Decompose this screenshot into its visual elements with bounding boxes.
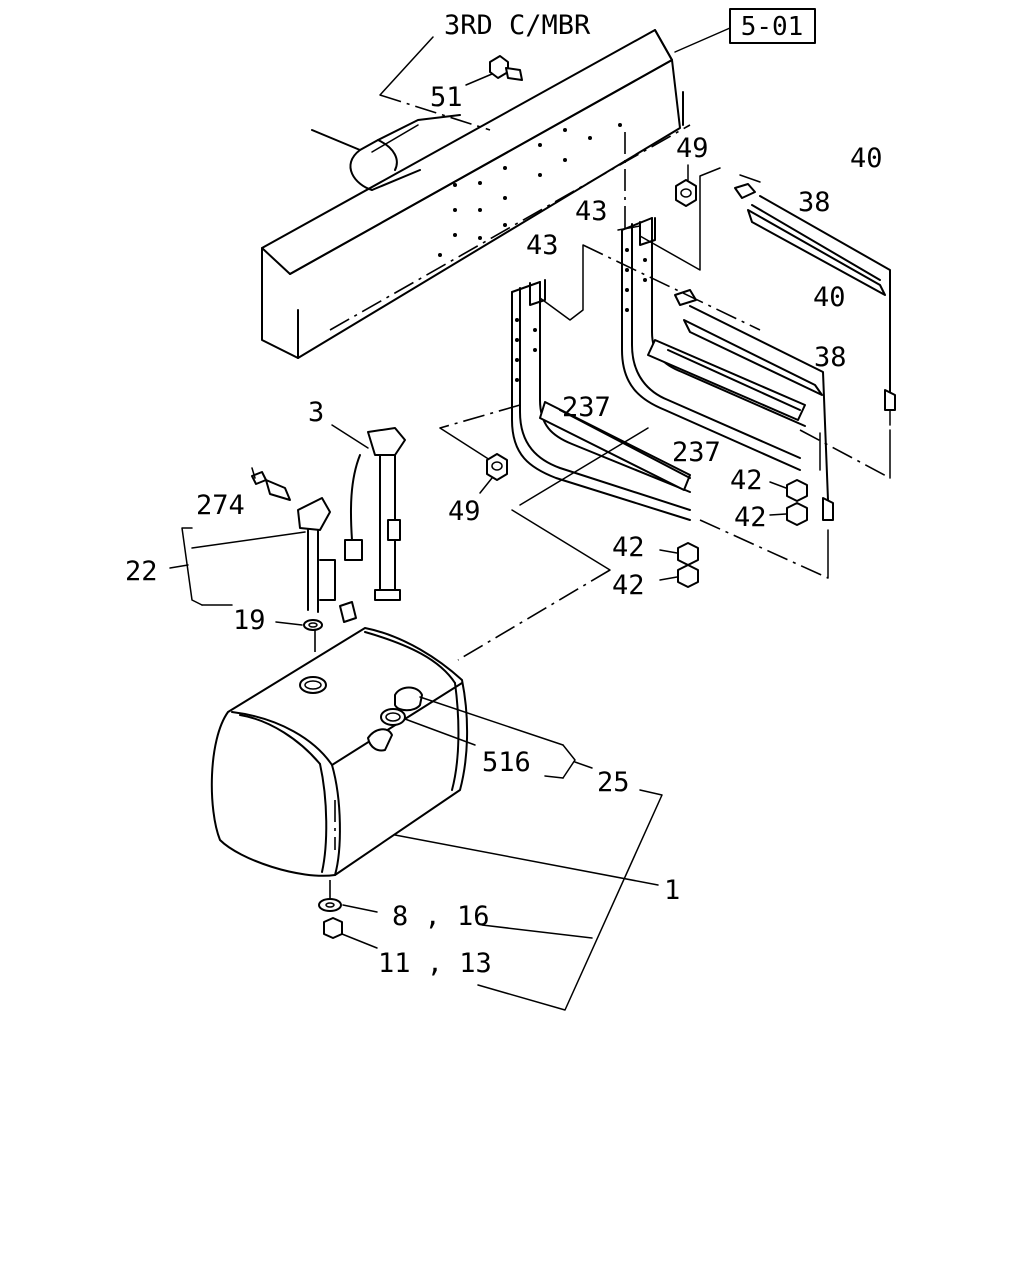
callout-49-lower: 49: [448, 496, 481, 527]
callout-38-lower: 38: [814, 342, 847, 373]
front-tank-bracket: [511, 279, 834, 521]
reference-box: 5-01: [729, 8, 816, 44]
fuel-gauge-unit: [331, 424, 406, 601]
nut-42-d: [659, 564, 699, 588]
callout-274: 274: [196, 490, 245, 521]
nut-42-a: [769, 479, 808, 502]
callout-42-c: 42: [612, 532, 645, 563]
frame-member-label: 3RD C/MBR: [444, 10, 591, 41]
callout-3: 3: [308, 397, 324, 428]
nut-42-b: [769, 502, 808, 526]
callout-42-a: 42: [730, 465, 763, 496]
callout-22-brace: [181, 527, 203, 606]
assembly-lines: [314, 132, 891, 900]
callout-43-upper: 43: [575, 196, 608, 227]
suction-pipe-assembly: [251, 467, 357, 623]
callout-11-13: 11 , 13: [378, 948, 492, 979]
callout-8-16: 8 , 16: [392, 901, 490, 932]
callout-22: 22: [125, 556, 158, 587]
drain-bolt-11-13: [323, 917, 378, 949]
gasket-19: [275, 619, 323, 631]
callout-19: 19: [233, 605, 266, 636]
callout-237-right: 237: [672, 437, 721, 468]
nut-49-lower: [479, 453, 508, 494]
callout-49-upper: 49: [676, 133, 709, 164]
callout-42-d: 42: [612, 570, 645, 601]
fuel-tank: [210, 627, 469, 877]
callout-25-brace: [477, 789, 663, 1011]
callout-43-lower: 43: [526, 230, 559, 261]
callout-1: 1: [664, 875, 680, 906]
callout-40-upper: 40: [850, 143, 883, 174]
callout-25: 25: [597, 767, 630, 798]
callout-51: 51: [430, 82, 463, 113]
reference-box-label: 5-01: [741, 12, 804, 42]
callout-38-upper: 38: [798, 187, 831, 218]
callout-237-left: 237: [562, 392, 611, 423]
bolt-51: [465, 55, 523, 86]
callout-42-b: 42: [734, 502, 767, 533]
frame-cross-member: [261, 29, 691, 359]
callout-40-lower: 40: [813, 282, 846, 313]
callout-516: 516: [482, 747, 531, 778]
third-cross-member: [311, 36, 491, 191]
nut-49-upper: [675, 164, 697, 207]
rear-tank-bracket: [621, 183, 896, 471]
nut-42-c: [659, 542, 699, 566]
washer-8-16: [318, 898, 378, 913]
